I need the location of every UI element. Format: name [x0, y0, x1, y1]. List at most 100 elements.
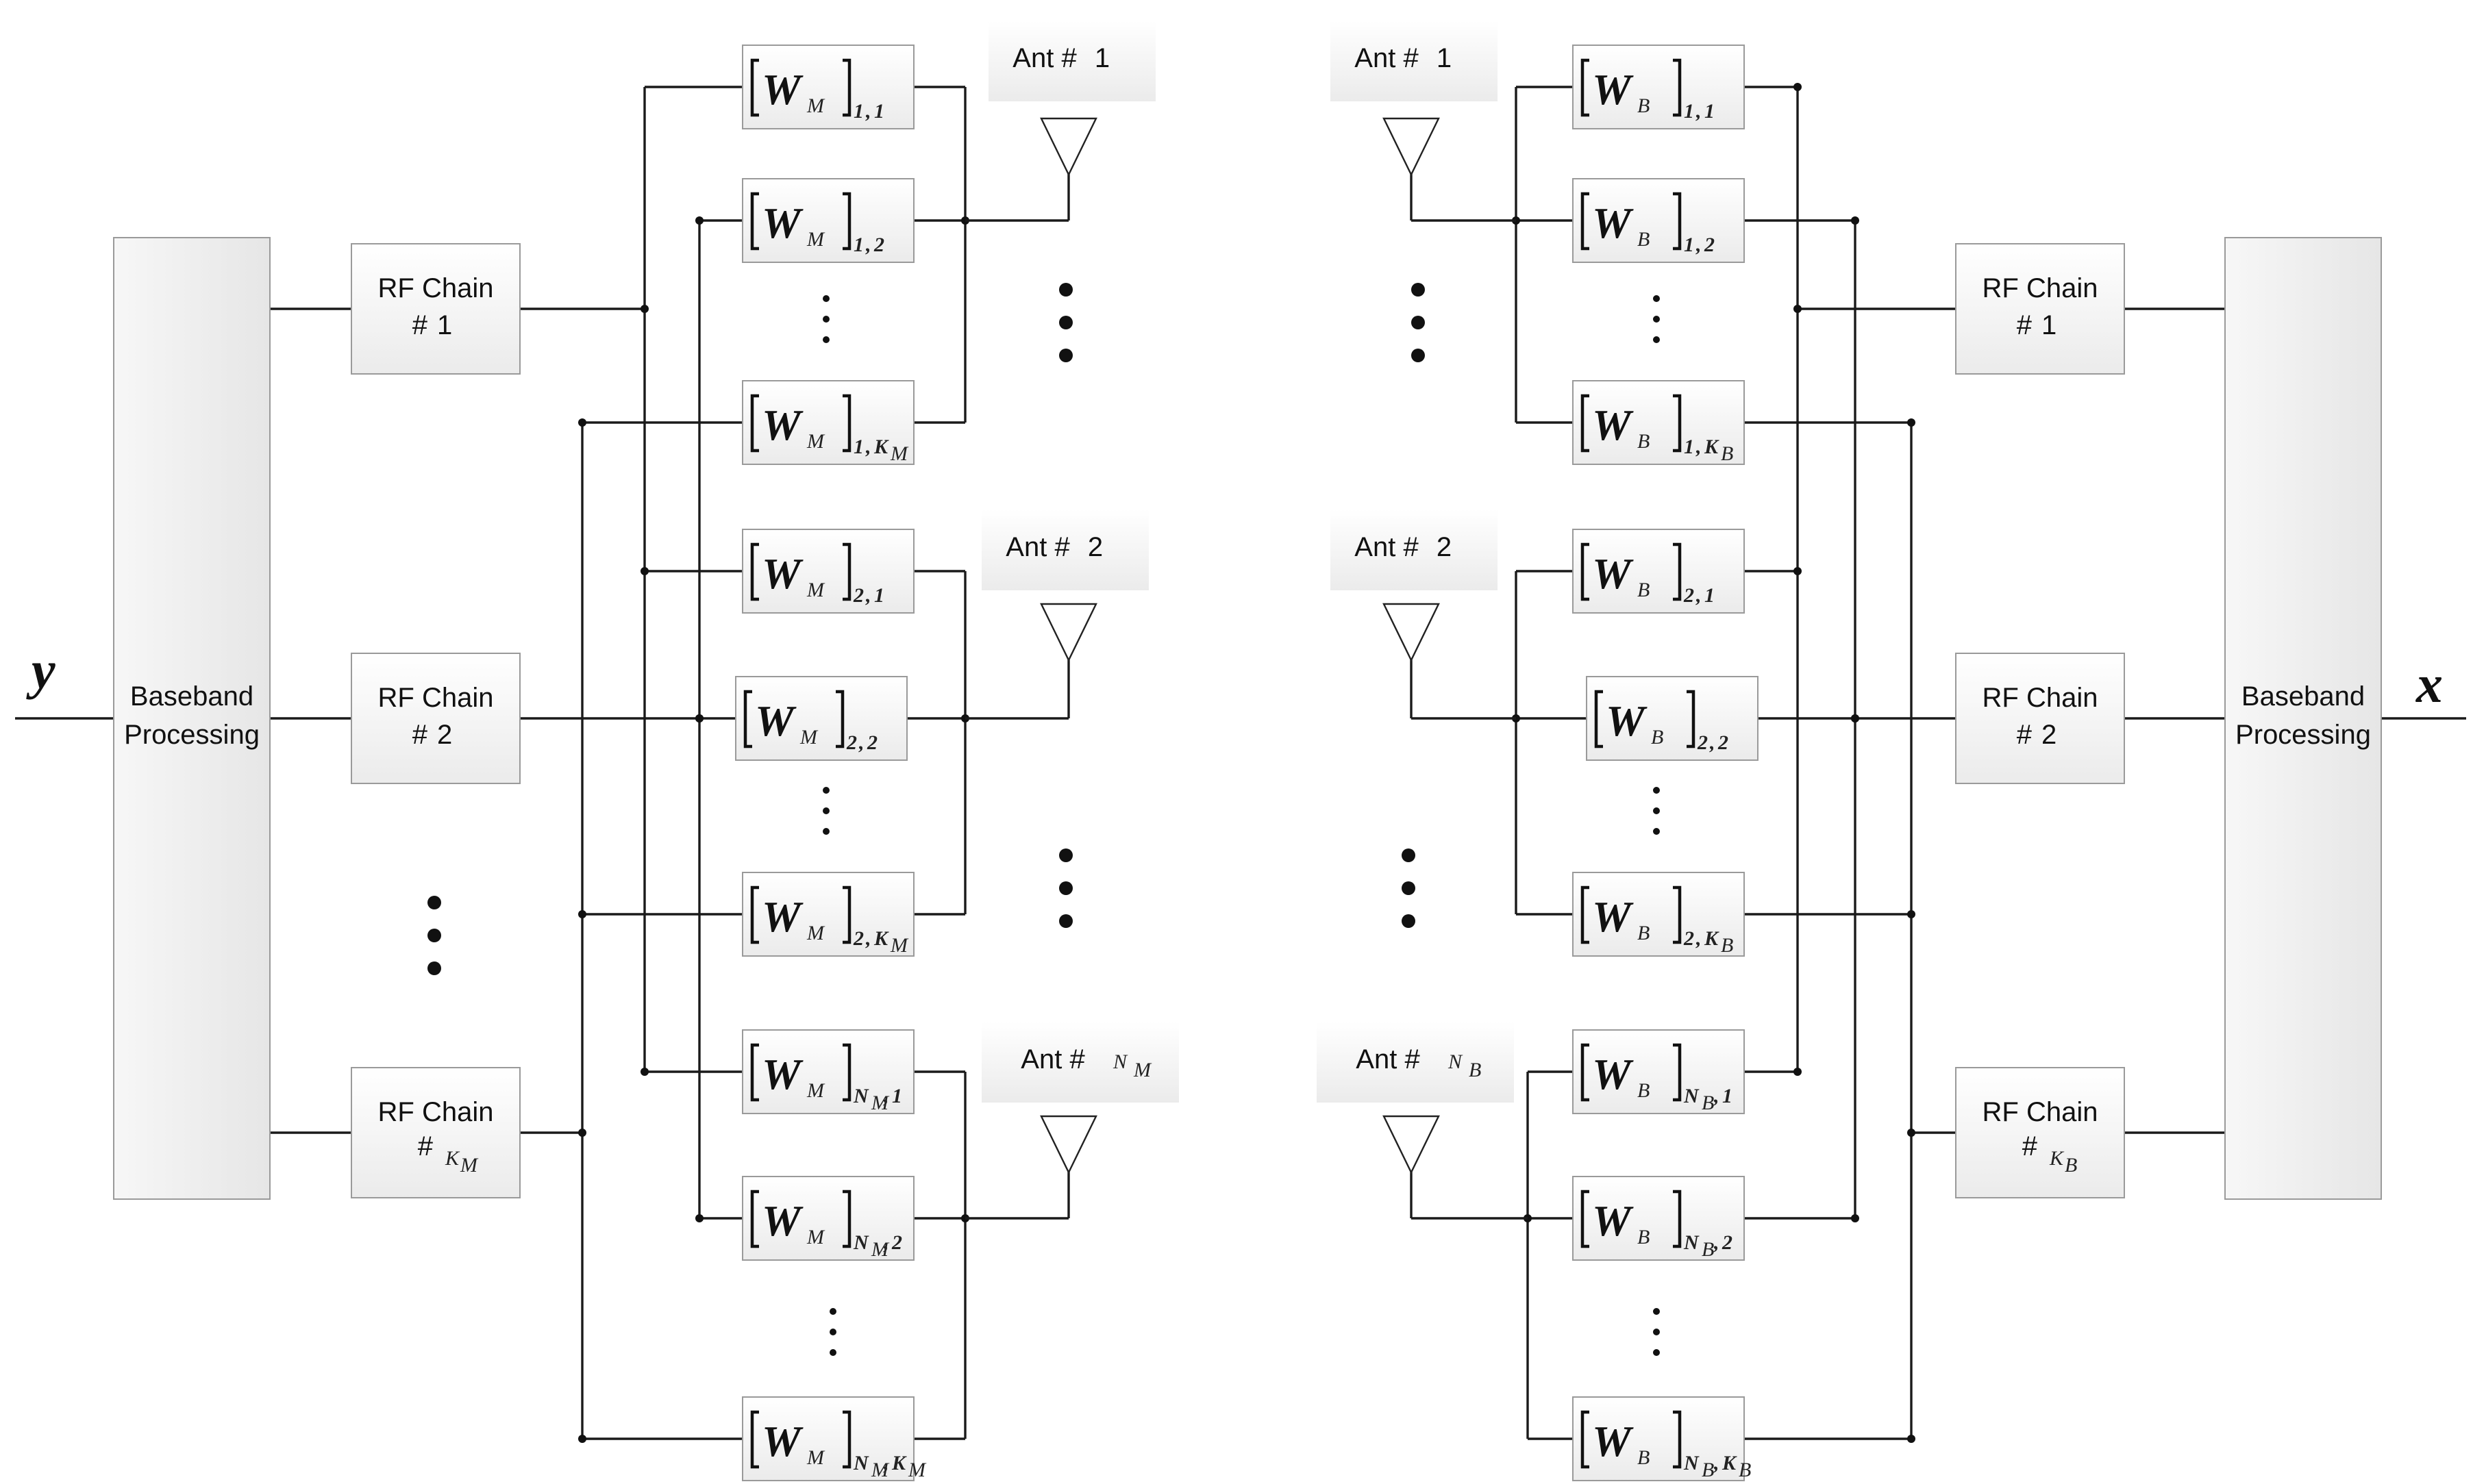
- weight-box: [1572, 1176, 1745, 1261]
- ellipsis-dot: [1653, 336, 1660, 343]
- weight-symbol-sub: M: [806, 1079, 825, 1102]
- ellipsis-dot: [1653, 1308, 1660, 1315]
- weight-index-col: K: [1704, 436, 1719, 458]
- weight-index-row: 2: [1683, 584, 1694, 607]
- ellipsis-dot: [427, 896, 441, 909]
- weight-index-row-sub: B: [1702, 1459, 1714, 1481]
- bracket-left: [1580, 58, 1589, 117]
- weight-index-col: 2: [1717, 731, 1728, 754]
- weight-symbol: W: [1592, 1196, 1634, 1245]
- weight-symbol: W: [762, 1050, 804, 1098]
- weight-index-row: 1: [1684, 436, 1694, 458]
- weight-symbol: W: [762, 199, 804, 247]
- weight-index-row: 2: [853, 584, 864, 607]
- rf-chain-box: [1955, 653, 2125, 784]
- weight-index-col-sub: M: [908, 1459, 927, 1481]
- ellipsis-dot: [830, 1349, 836, 1356]
- junction-dot: [1907, 418, 1915, 427]
- antenna-symbol-sub: M: [1133, 1059, 1152, 1081]
- weight-symbol: W: [762, 65, 804, 114]
- junction-dot: [578, 1129, 586, 1137]
- weight-symbol: W: [1592, 199, 1634, 247]
- antenna-label: Ant #: [1006, 532, 1070, 562]
- weight-index-col: 1: [1704, 584, 1715, 607]
- antenna-icon: [1040, 1115, 1097, 1174]
- rf-chain-label: RF Chain: [378, 683, 494, 713]
- weight-symbol: W: [1592, 65, 1634, 114]
- weight-index-row: 1: [1684, 100, 1694, 123]
- ellipsis-dot: [1059, 881, 1073, 895]
- weight-box: [742, 45, 915, 129]
- bracket-left: [1580, 1190, 1589, 1248]
- rf-chain-box: [1955, 243, 2125, 375]
- weight-index-col: K: [873, 927, 889, 950]
- weight-symbol-sub: M: [806, 1226, 825, 1248]
- weight-index-col: 2: [1704, 234, 1715, 256]
- weight-index-row: 1: [854, 100, 864, 123]
- weight-symbol-sub: B: [1637, 579, 1650, 601]
- weight-index-row: 1: [1684, 234, 1694, 256]
- bracket-right: [843, 1190, 852, 1248]
- antenna-icon: [1382, 117, 1440, 177]
- ellipsis-dot: [1059, 914, 1073, 928]
- weight-index-comma: ,: [1695, 100, 1702, 123]
- weight-symbol-sub: M: [806, 430, 825, 453]
- bracket-right: [1673, 192, 1682, 251]
- weight-box: [1572, 178, 1745, 263]
- weight-index-col: 1: [892, 1085, 902, 1107]
- rf-chain-label: RF Chain: [378, 1097, 494, 1127]
- bracket-right: [836, 690, 845, 749]
- rf-chain-hash: #: [2017, 310, 2033, 340]
- bracket-right: [843, 542, 852, 601]
- ellipsis-dot: [427, 961, 441, 975]
- weight-symbol-sub: M: [806, 922, 825, 944]
- rf-chain-box: [351, 243, 521, 375]
- weight-symbol-sub: M: [806, 579, 825, 601]
- diagram-blocks: [113, 21, 2382, 1481]
- junction-dot: [1851, 714, 1859, 722]
- junction-dot: [578, 910, 586, 918]
- bracket-left: [743, 690, 752, 749]
- baseband-processing-right: [2224, 237, 2382, 1200]
- weight-index-comma: ,: [883, 1231, 889, 1254]
- junction-dot: [1793, 567, 1802, 575]
- ellipsis-dot: [823, 807, 830, 814]
- ellipsis-dot: [830, 1329, 836, 1335]
- weight-index-comma: ,: [865, 436, 871, 458]
- weight-index-col-sub: B: [1739, 1459, 1751, 1481]
- junction-dot: [1907, 910, 1915, 918]
- baseband-label: Baseband: [130, 681, 253, 712]
- weight-box: [742, 1176, 915, 1261]
- junction-dot: [641, 567, 649, 575]
- weight-index-row: 2: [1697, 731, 1708, 754]
- weight-box: [1572, 529, 1745, 614]
- ellipsis-dot: [1653, 1329, 1660, 1335]
- weight-index-comma: ,: [858, 731, 865, 754]
- weight-index-row: N: [853, 1231, 869, 1254]
- weight-index-comma: ,: [883, 1085, 889, 1107]
- weight-symbol: W: [755, 696, 797, 745]
- weight-symbol: W: [762, 401, 804, 449]
- weight-symbol-sub: B: [1637, 228, 1650, 251]
- weight-symbol: W: [1592, 1417, 1634, 1466]
- baseband-label: Baseband: [2241, 681, 2365, 712]
- bracket-left: [750, 192, 759, 251]
- rf-chain-box: [351, 1067, 521, 1198]
- ellipsis-dot: [1059, 349, 1073, 362]
- weight-index-col: K: [1704, 927, 1719, 950]
- antenna-label: Ant #: [1356, 1044, 1420, 1074]
- junction-dot: [578, 418, 586, 427]
- junction-dot: [1793, 305, 1802, 313]
- ellipsis-dot: [1411, 316, 1425, 329]
- weight-symbol-sub: M: [806, 1446, 825, 1469]
- weight-box: [742, 872, 915, 957]
- weight-index-comma: ,: [1695, 927, 1702, 950]
- junction-dot: [578, 1435, 586, 1443]
- bracket-left: [750, 1043, 759, 1102]
- weight-box: [1572, 45, 1745, 129]
- weight-symbol-sub: B: [1637, 1446, 1650, 1469]
- weight-symbol: W: [1592, 549, 1634, 598]
- junction-dot: [695, 1214, 704, 1222]
- weight-symbol-sub: M: [799, 726, 819, 749]
